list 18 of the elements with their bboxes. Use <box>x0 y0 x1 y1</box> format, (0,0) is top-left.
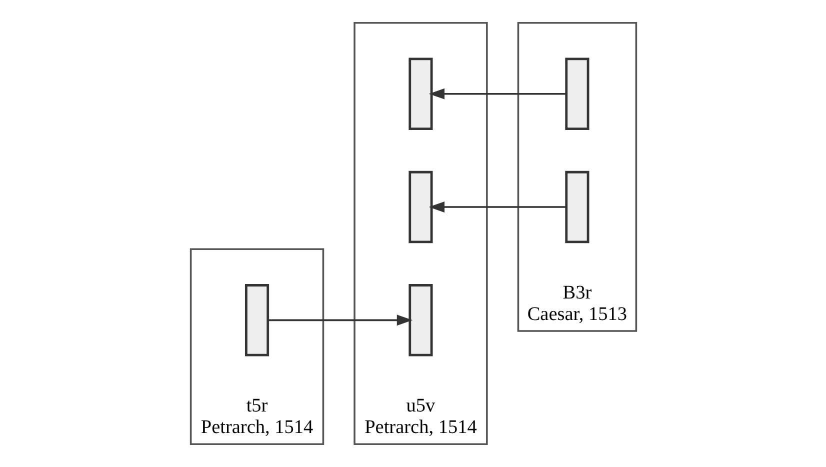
node-label: t5r <box>246 395 268 416</box>
cluster <box>516 22 637 332</box>
arrow <box>428 88 566 100</box>
node-bracket <box>564 170 589 244</box>
cluster <box>189 248 324 446</box>
cluster <box>353 22 488 446</box>
node-bracket <box>408 284 432 356</box>
node-bracket <box>564 58 589 130</box>
node-bracket <box>408 58 432 130</box>
node-bracket <box>408 170 432 244</box>
node-label: Petrarch, 1514 <box>200 417 313 438</box>
node-bracket <box>244 284 269 356</box>
node-label: B3r <box>562 282 592 304</box>
node-label: u5v <box>406 395 435 416</box>
node-label: Caesar, 1513 <box>526 304 627 325</box>
arrow <box>428 202 566 212</box>
node-label: Petrarch, 1514 <box>364 417 476 438</box>
arrow <box>268 314 412 326</box>
